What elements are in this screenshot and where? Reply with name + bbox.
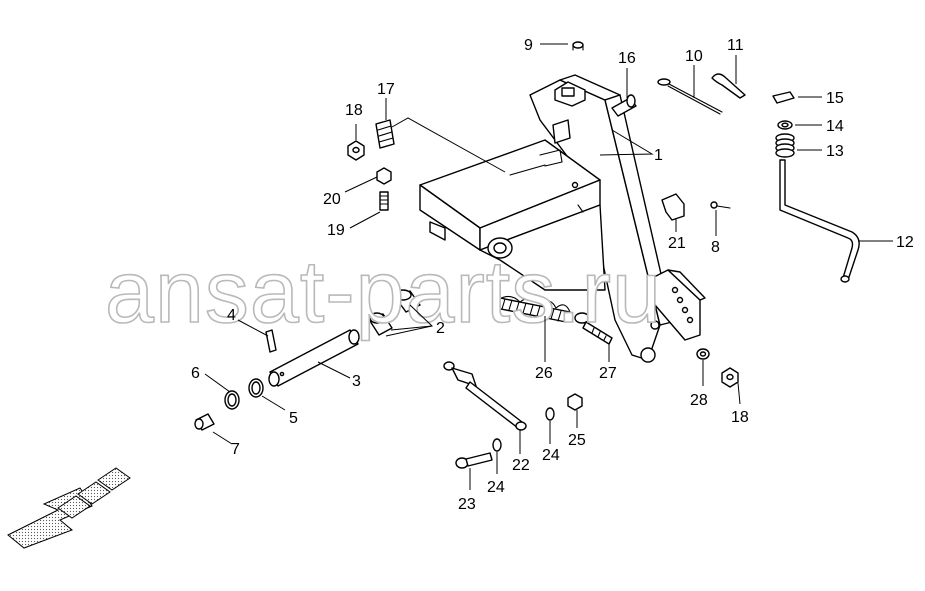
part-2-bushings bbox=[369, 289, 421, 336]
callout-24-right: 24 bbox=[542, 447, 560, 464]
part-8-pin bbox=[710, 201, 731, 209]
part-18-nut-left bbox=[347, 140, 365, 161]
callout-23: 23 bbox=[458, 496, 476, 513]
part-6-ring bbox=[224, 390, 240, 410]
part-11-pin bbox=[711, 73, 746, 99]
callout-17: 17 bbox=[377, 81, 395, 98]
callout-25: 25 bbox=[568, 432, 586, 449]
callout-26: 26 bbox=[535, 365, 553, 382]
part-17-pad bbox=[375, 119, 395, 149]
callout-27: 27 bbox=[599, 365, 617, 382]
part-13-spring bbox=[775, 133, 795, 158]
part-27-eyebolt bbox=[574, 312, 613, 345]
part-20-nut bbox=[376, 167, 392, 185]
part-16-bolt bbox=[611, 94, 637, 117]
callout-10: 10 bbox=[685, 48, 703, 65]
callout-8: 8 bbox=[711, 239, 720, 256]
callout-2: 2 bbox=[436, 320, 445, 337]
callout-5: 5 bbox=[289, 410, 298, 427]
main-frame bbox=[419, 74, 706, 363]
part-5-ring bbox=[248, 378, 264, 398]
callout-13: 13 bbox=[826, 143, 844, 160]
part-7-bolt bbox=[194, 413, 215, 431]
callout-20: 20 bbox=[323, 191, 341, 208]
callout-16: 16 bbox=[618, 50, 636, 67]
watermark-text: ansat-parts.ru bbox=[105, 242, 662, 341]
callout-1: 1 bbox=[654, 147, 663, 164]
part-18-nut-right bbox=[721, 367, 739, 388]
callout-numbers: 9 16 10 11 15 14 13 1 12 21 8 17 18 20 1… bbox=[191, 37, 914, 513]
callout-18-left: 18 bbox=[345, 102, 363, 119]
callout-12: 12 bbox=[896, 234, 914, 251]
callout-24-left: 24 bbox=[487, 479, 505, 496]
part-24-washer-a bbox=[492, 438, 502, 452]
part-25-nut bbox=[567, 393, 583, 411]
part-26-spring bbox=[495, 295, 571, 323]
part-21-clip bbox=[661, 193, 685, 221]
callout-22: 22 bbox=[512, 457, 530, 474]
part-22-rod bbox=[443, 361, 527, 431]
callout-9: 9 bbox=[524, 37, 533, 54]
callout-14: 14 bbox=[826, 118, 844, 135]
callout-6: 6 bbox=[191, 365, 200, 382]
part-10-rod bbox=[657, 78, 723, 115]
callout-11: 11 bbox=[727, 37, 744, 54]
part-23-bolt bbox=[455, 452, 493, 469]
callout-7: 7 bbox=[231, 441, 240, 458]
part-9-cap bbox=[572, 41, 584, 51]
callout-21: 21 bbox=[668, 235, 686, 252]
part-4-key bbox=[265, 329, 277, 353]
part-14-washer bbox=[777, 120, 793, 130]
part-12-lever bbox=[779, 159, 860, 283]
part-15-key bbox=[772, 91, 795, 104]
direction-arrow-icon bbox=[7, 467, 131, 549]
part-19-bolt bbox=[379, 191, 389, 211]
callout-15: 15 bbox=[826, 90, 844, 107]
part-24-washer-b bbox=[545, 407, 555, 421]
callout-18-right: 18 bbox=[731, 409, 749, 426]
callout-3: 3 bbox=[352, 373, 361, 390]
callout-19: 19 bbox=[327, 222, 345, 239]
callout-28: 28 bbox=[690, 392, 708, 409]
callout-4: 4 bbox=[227, 307, 236, 324]
leader-lines bbox=[204, 43, 893, 490]
part-3-shaft bbox=[268, 329, 360, 387]
part-28-washer bbox=[696, 348, 710, 360]
